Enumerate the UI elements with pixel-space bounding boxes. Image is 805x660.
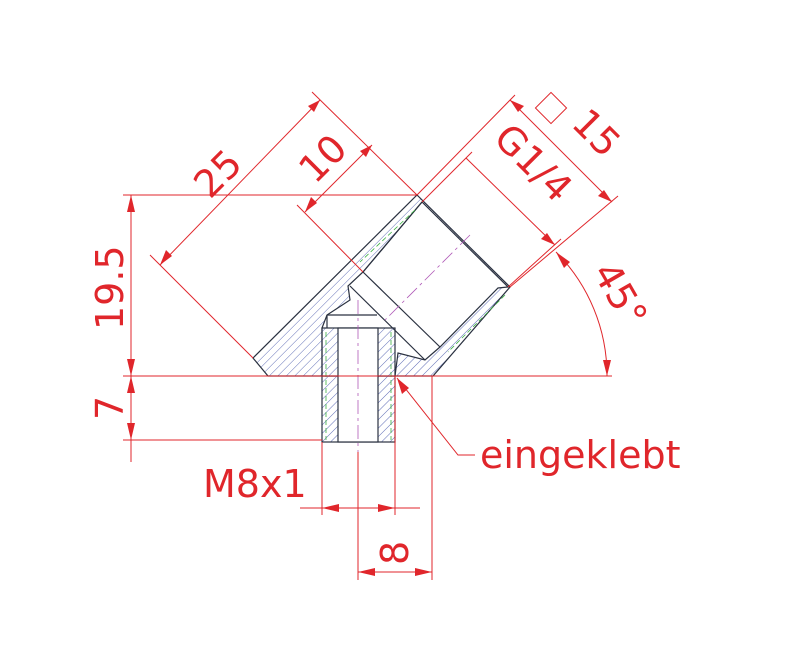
dimension-lines [123, 91, 619, 580]
dim-15: 15 [564, 100, 629, 165]
dim-25: 25 [185, 141, 250, 206]
dim-45-deg: 45° [584, 255, 656, 335]
dim-8: 8 [373, 541, 417, 565]
note-eingeklebt: eingeklebt [480, 433, 680, 477]
dim-10: 10 [290, 126, 355, 191]
threaded-pin [321, 300, 396, 452]
dim-m8x1: M8x1 [203, 462, 307, 506]
square-symbol [534, 91, 568, 125]
dim-7: 7 [88, 396, 132, 420]
dim-19-5: 19.5 [88, 245, 132, 330]
